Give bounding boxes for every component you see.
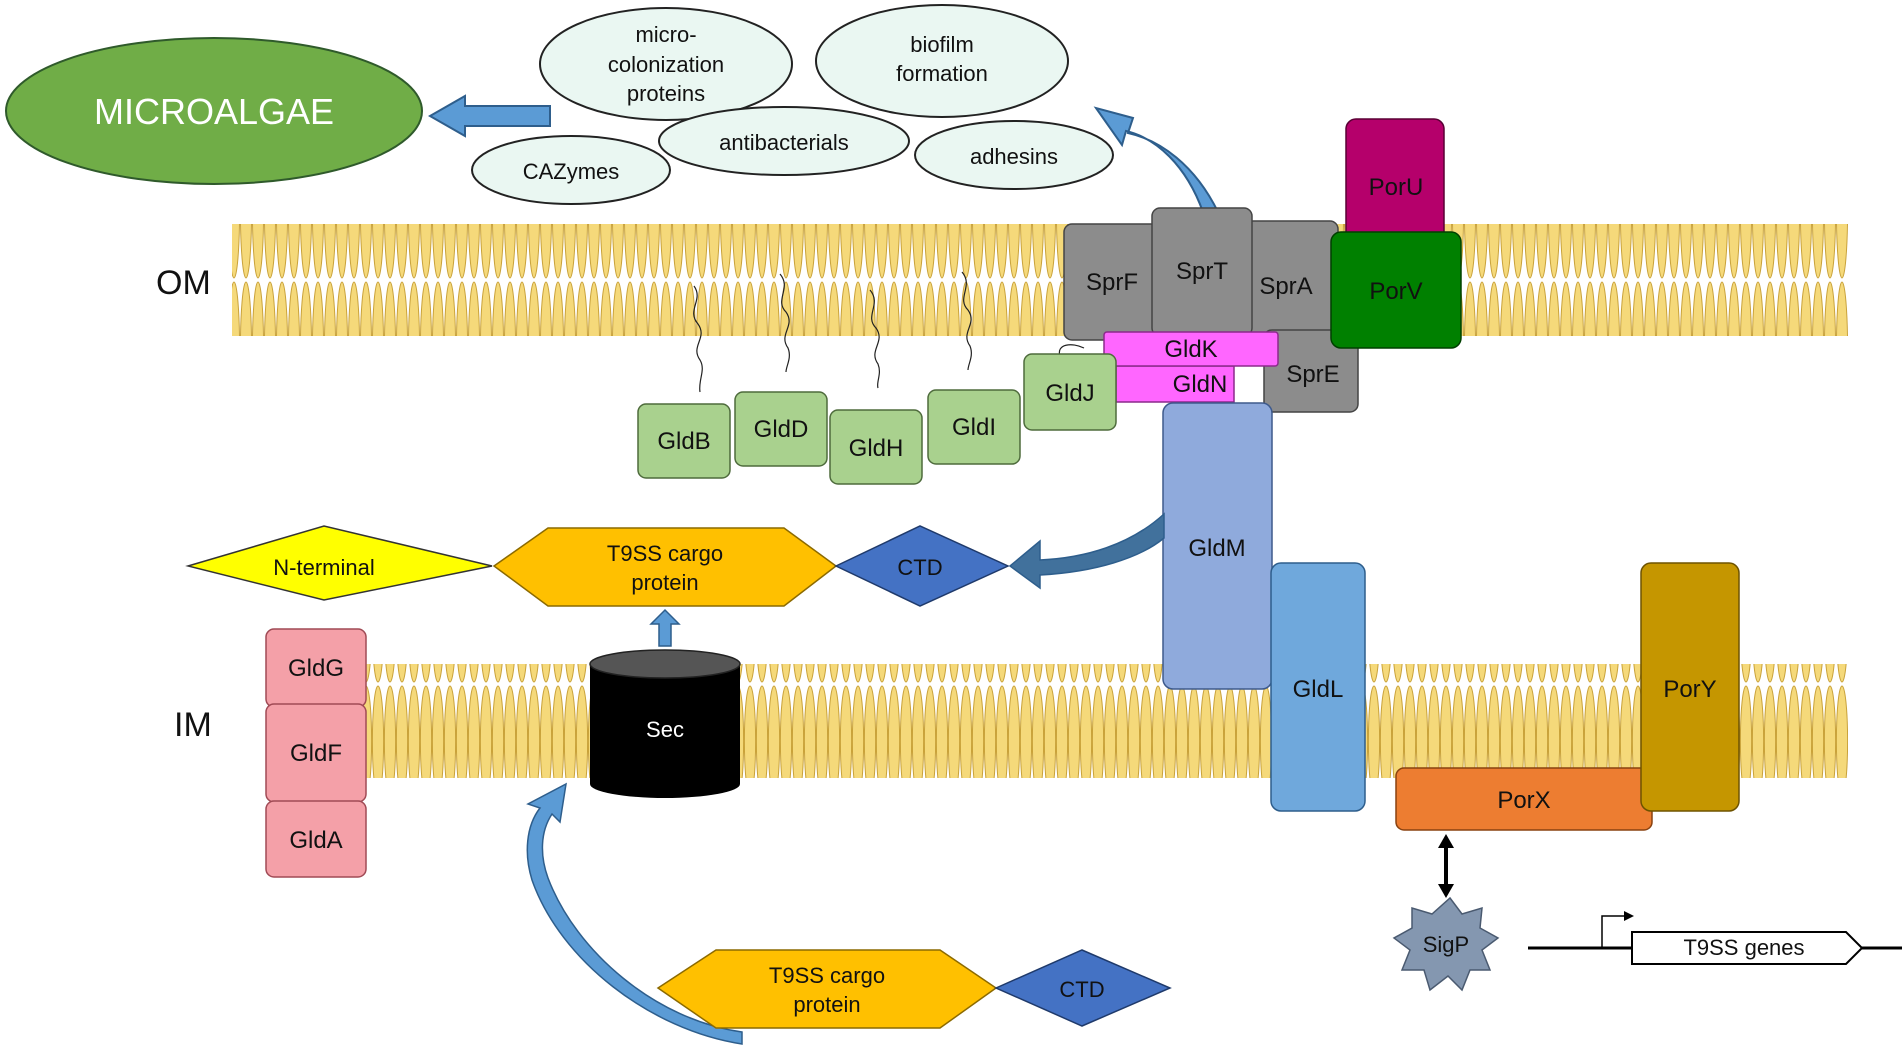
- bubble-antibacterials-label: antibacterials: [719, 130, 849, 155]
- gldH-tether: [869, 289, 881, 389]
- bubble-biofilm: biofilm formation: [815, 4, 1069, 118]
- bubble-adhesins-label: adhesins: [970, 144, 1058, 169]
- bubble-antibacterials: antibacterials: [658, 106, 910, 176]
- gldK-label: GldK: [1164, 336, 1217, 363]
- sprT-label: SprT: [1176, 258, 1228, 285]
- ctd-top-label: CTD: [897, 555, 942, 580]
- nterm-diamond: [185, 525, 493, 601]
- bubble-adhesins: adhesins: [914, 120, 1114, 190]
- cargo-bottom-line2: protein: [793, 992, 860, 1017]
- gene-schematic: [1528, 911, 1902, 965]
- porU-label: PorU: [1369, 174, 1424, 201]
- bubble-microcolonization-line3: proteins: [627, 81, 705, 106]
- gldN-label: GldN: [1173, 371, 1228, 398]
- cargo-to-sec-arrow: [526, 782, 743, 1045]
- gldL-box: [1270, 562, 1366, 812]
- gldB-box: [637, 403, 731, 479]
- sprF-label: SprF: [1086, 269, 1138, 296]
- porX-label: PorX: [1497, 787, 1550, 814]
- microalgae-label: MICROALGAE: [94, 91, 334, 132]
- gldJ-box: [1023, 353, 1117, 431]
- porY-label: PorY: [1663, 676, 1716, 703]
- sprA-label: SprA: [1259, 273, 1312, 300]
- bubble-cazymes: CAZymes: [471, 135, 671, 205]
- sigP-label: SigP: [1423, 932, 1469, 957]
- gldB-label: GldB: [657, 428, 710, 455]
- gldM-to-ctd-arrow: [1008, 512, 1165, 590]
- cargo-bottom-line1: T9SS cargo: [769, 963, 885, 988]
- gldI-box: [927, 389, 1021, 465]
- sec-label: Sec: [646, 717, 684, 742]
- gldD-label: GldD: [754, 416, 809, 443]
- bubble-biofilm-line1: biofilm: [910, 32, 974, 57]
- gldH-box: [829, 409, 923, 485]
- gldL-label: GldL: [1293, 676, 1344, 703]
- gldJ-label: GldJ: [1045, 380, 1094, 407]
- gldN-box: [1115, 365, 1235, 403]
- sec-to-cargo-arrow: [649, 608, 681, 647]
- gldF-label: GldF: [290, 740, 342, 767]
- outer-membrane: [232, 224, 1848, 336]
- sprE-box: [1263, 329, 1359, 413]
- ctd-bottom-label: CTD: [1059, 977, 1104, 1002]
- gene-label: T9SS genes: [1683, 935, 1804, 960]
- sec-cylinder: [589, 649, 741, 798]
- gldH-label: GldH: [849, 435, 904, 462]
- bubble-biofilm-line2: formation: [896, 61, 988, 86]
- gldM-box: [1162, 402, 1273, 690]
- secretion-to-algae-arrow: [427, 94, 551, 138]
- porX-sigP-double-arrow: [1438, 834, 1454, 898]
- sigP-star: [1392, 896, 1500, 992]
- im-label: IM: [174, 706, 212, 744]
- microalgae-ellipse: [5, 37, 423, 185]
- bubble-microcolonization: micro- colonization proteins: [539, 7, 793, 121]
- gldA-label: GldA: [289, 827, 342, 854]
- ctd-top-diamond: [834, 525, 1010, 607]
- cargo-top-line2: protein: [631, 570, 698, 595]
- ctd-bottom-diamond: [994, 949, 1172, 1027]
- inner-membrane: [356, 664, 1848, 778]
- sprE-label: SprE: [1286, 361, 1339, 388]
- gldK-box: [1103, 331, 1279, 367]
- gldB-tether: [693, 285, 703, 393]
- porV-label: PorV: [1369, 278, 1422, 305]
- nterm-label: N-terminal: [273, 555, 374, 580]
- gldM-label: GldM: [1188, 535, 1245, 562]
- export-curved-arrow: [1093, 106, 1220, 213]
- porV-box: [1330, 231, 1462, 349]
- bubble-microcolonization-line2: colonization: [608, 52, 724, 77]
- gldG-label: GldG: [288, 655, 344, 682]
- gldD-tether: [779, 273, 790, 373]
- bubble-microcolonization-line1: micro-: [635, 22, 696, 47]
- om-label: OM: [156, 264, 211, 302]
- porY-box: [1640, 562, 1740, 812]
- gldI-tether: [961, 271, 972, 371]
- gldA-box: [265, 800, 367, 878]
- gldD-box: [734, 391, 828, 467]
- gldI-label: GldI: [952, 414, 996, 441]
- bubble-cazymes-label: CAZymes: [523, 159, 620, 184]
- cargo-top-line1: T9SS cargo: [607, 541, 723, 566]
